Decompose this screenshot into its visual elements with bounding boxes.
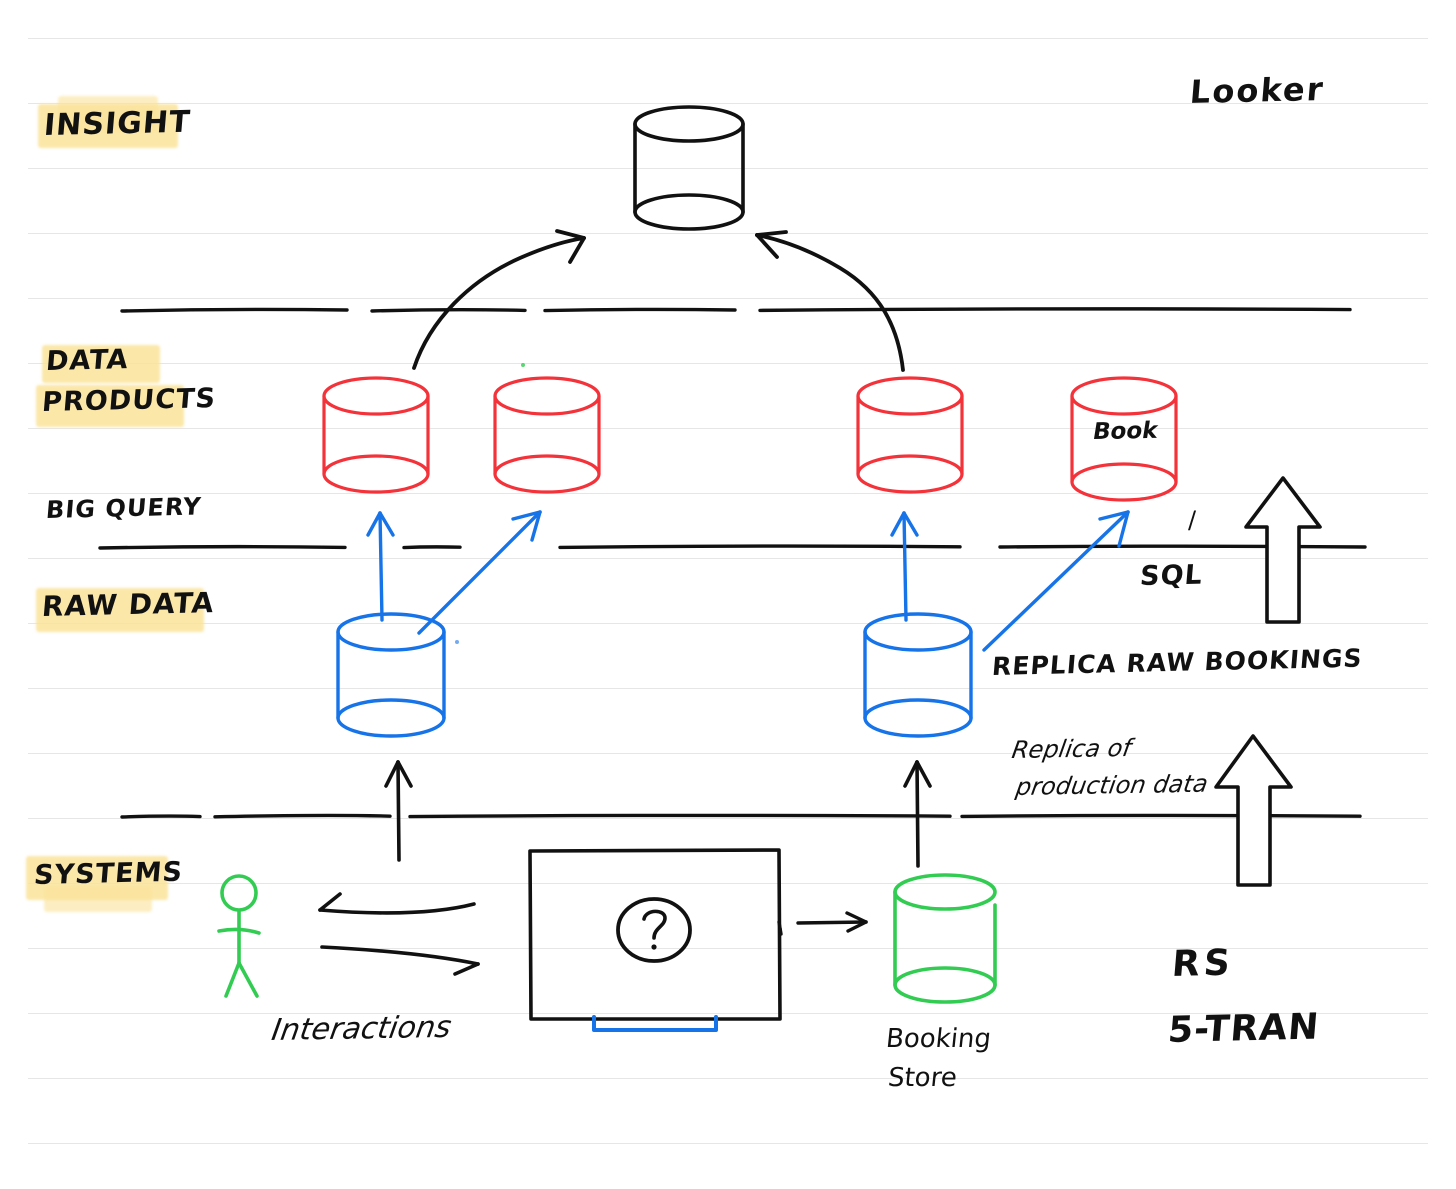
paper-rule — [28, 818, 1428, 819]
highlight-systems-2 — [44, 886, 152, 912]
arrow-app-to-bookingstore — [796, 911, 868, 933]
arrow-raw1-to-dataproduct1 — [366, 511, 395, 622]
question-mark-circle-icon — [616, 897, 692, 963]
data-product-cylinder-3 — [856, 376, 964, 494]
paper-rule — [28, 1013, 1428, 1014]
paper-rule — [28, 1078, 1428, 1079]
paper-rule — [28, 623, 1428, 624]
arrow-raw2-to-dataproduct3 — [890, 511, 919, 622]
arrow-raw1-to-dataproduct2 — [417, 510, 542, 635]
stray-mark — [455, 640, 459, 644]
booking-store-cylinder — [893, 873, 997, 1004]
raw-data-cylinder-1 — [336, 612, 446, 738]
highlight-products — [36, 385, 184, 427]
paper-rule — [28, 38, 1428, 39]
data-product-cylinder-1 — [322, 376, 430, 494]
paper-rule — [28, 688, 1428, 689]
arrow-dataproduct-to-looker-right — [755, 230, 905, 372]
user-stick-figure — [217, 874, 261, 998]
paper-rule — [28, 753, 1428, 754]
hollow-arrow-up-sql — [1244, 476, 1322, 624]
annotation-tick: / — [1188, 506, 1197, 534]
paper-rule — [28, 558, 1428, 559]
arrow-bookingstore-to-raw2 — [903, 760, 932, 868]
hollow-arrow-up-replication — [1214, 734, 1293, 887]
paper-rule — [28, 363, 1428, 364]
paper-rule — [28, 168, 1428, 169]
stray-mark — [521, 363, 525, 367]
application-box — [528, 848, 783, 1021]
arrow-raw2-to-dataproduct4 — [982, 510, 1130, 652]
divider-insight-dataproducts — [120, 307, 1352, 313]
looker-cylinder — [633, 105, 745, 231]
paper-rule — [28, 493, 1428, 494]
arrow-dataproduct-to-looker-left — [412, 229, 586, 370]
data-product-cylinder-4 — [1070, 376, 1178, 502]
arrow-user-to-app — [320, 945, 480, 976]
paper-rule — [28, 948, 1428, 949]
arrow-interaction-to-user — [318, 892, 476, 915]
highlight-data — [42, 345, 160, 383]
arrow-app-to-raw1 — [384, 760, 413, 862]
paper-rule — [28, 428, 1428, 429]
paper-rule — [28, 233, 1428, 234]
highlight-raw-data — [36, 588, 204, 632]
paper-rule — [28, 103, 1428, 104]
paper-rule — [28, 298, 1428, 299]
paper-rule — [28, 883, 1428, 884]
divider-dataproducts-rawdata — [98, 544, 1367, 550]
paper-rule — [28, 1143, 1428, 1144]
data-product-cylinder-2 — [493, 376, 601, 494]
highlight-insight-2 — [58, 96, 158, 132]
blue-bracket-underline — [592, 1015, 718, 1032]
divider-rawdata-systems — [120, 813, 1362, 819]
raw-data-cylinder-2 — [863, 612, 973, 738]
